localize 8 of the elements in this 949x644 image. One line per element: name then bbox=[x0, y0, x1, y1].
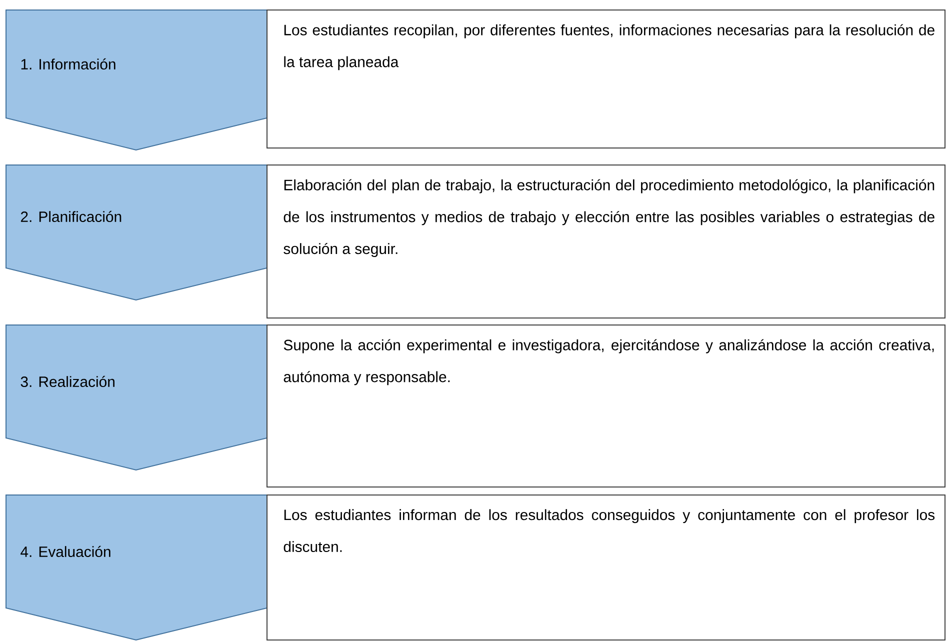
chevron-step: 3. Realización bbox=[6, 324, 268, 470]
description-box: Los estudiantes informan de los resultados conseguidos y conjuntamente con el profesor los discuten. bbox=[266, 494, 946, 640]
chevron-step: 1. Información bbox=[6, 10, 268, 150]
description-box: Los estudiantes recopilan, por diferentes fuentes, informaciones necesarias para la resolución de la tarea planeada bbox=[266, 10, 946, 148]
chevron-step: 2. Planificación bbox=[6, 164, 268, 300]
description-box: Supone la acción experimental e investigadora, ejercitándose y analizándose la acción creativa, autónoma y responsable. bbox=[266, 324, 946, 488]
chevron-step: 4. Evaluación bbox=[6, 494, 268, 640]
description-box: Elaboración del plan de trabajo, la estructuración del procedimiento metodológico, la planificación de los instrumentos y medios de trabajo y elección entre las posibles variables o estrategias de solución a seguir. bbox=[266, 164, 946, 318]
